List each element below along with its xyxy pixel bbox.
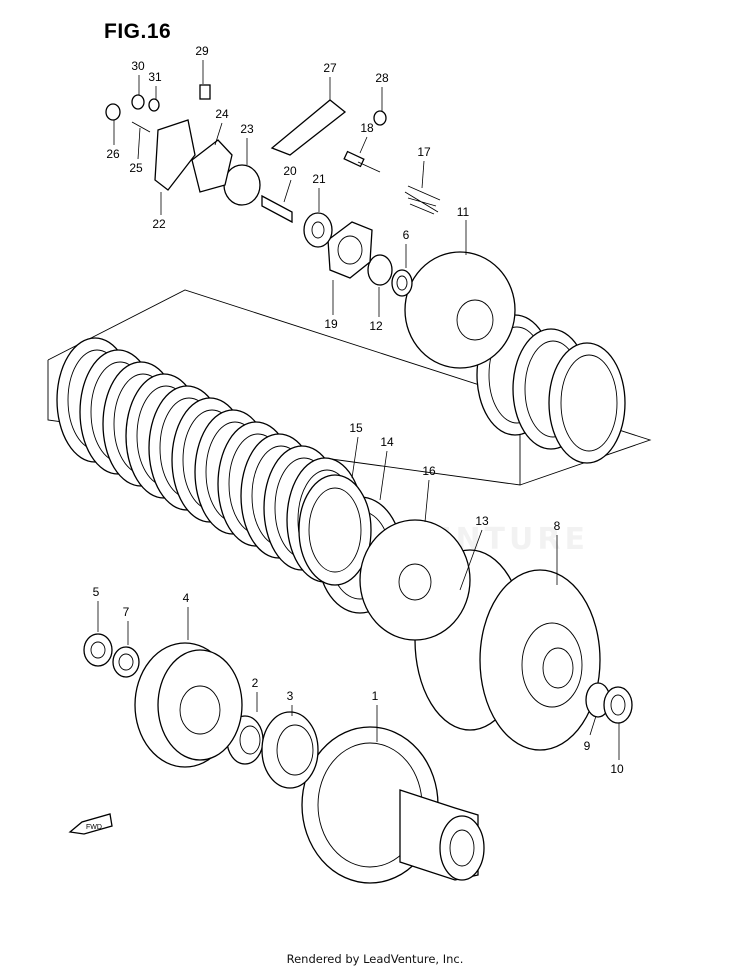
callout-7: 7 [123,605,130,619]
callout-29: 29 [195,44,209,58]
callout-13: 13 [475,514,489,528]
upper-plate [548,342,626,464]
part-17-spring [404,185,441,215]
callout-9: 9 [584,739,591,753]
callout-15: 15 [349,421,363,435]
part-5-nut [83,633,113,667]
footer-credit: Rendered by LeadVenture, Inc. [286,952,464,966]
plate-inner-ring [560,354,618,452]
callout-leader-14 [379,450,388,501]
part-11-pressure-plate [404,251,516,369]
part-6-washer [391,269,413,297]
callout-leader-20 [283,179,292,203]
callout-leader-16 [424,479,430,523]
part-22-bracket [154,119,196,191]
callout-23: 23 [240,122,254,136]
callout-12: 12 [369,319,383,333]
callout-4: 4 [183,591,190,605]
part-31-washer [148,98,160,112]
part-18-bolt [343,150,381,173]
callout-20: 20 [283,164,297,178]
part-26-nut [105,103,121,121]
callout-24: 24 [215,107,229,121]
figure-title: FIG.16 [104,20,172,43]
part-29-bolt [199,84,211,100]
callout-leader-18 [359,136,368,154]
part-12-nut [367,254,393,286]
callout-1: 1 [372,689,379,703]
callout-14: 14 [380,435,394,449]
part-27-release-lever [270,99,347,156]
callout-18: 18 [360,121,374,135]
part-7-washer [112,646,140,678]
callout-21: 21 [312,172,326,186]
callout-2: 2 [252,676,259,690]
part-28-nut [373,110,387,126]
part-16-plate [359,519,471,641]
part-10-thrust-washer [603,686,633,724]
part-21-bearing [303,212,333,248]
callout-leader-25 [137,127,141,160]
part-30-nut [131,94,145,110]
callout-5: 5 [93,585,100,599]
callout-leader-24 [214,122,223,146]
callout-30: 30 [131,59,145,73]
callout-3: 3 [287,689,294,703]
part-24-gasket-plate [191,139,233,193]
callouts: 1234567891011121314151617181920212223242… [93,44,624,776]
part-15-spring-seat [298,474,372,586]
callout-28: 28 [375,71,389,85]
part-25-stud [131,121,151,133]
callout-leader-9 [589,715,597,736]
part-23-release-cam [223,164,261,206]
callout-6: 6 [403,228,410,242]
fwd-label: FWD [86,824,102,831]
callout-leader-17 [421,160,425,189]
callout-17: 17 [417,145,431,159]
part-20-release-pin [261,194,293,224]
callout-11: 11 [457,205,470,219]
callout-10: 10 [610,762,624,776]
part-3-needle-bearing [261,711,319,789]
callout-16: 16 [422,464,436,478]
part-19-lifter-plate [327,221,373,279]
callout-leader-15 [351,436,359,479]
clutch-plates-stack [56,314,626,583]
callout-26: 26 [106,147,120,161]
fwd-arrow: FWD [68,813,113,835]
callout-27: 27 [323,61,337,75]
callout-22: 22 [152,217,166,231]
part-1-primary-driven-gear [301,726,485,884]
callout-31: 31 [148,70,162,84]
callout-leader-13 [459,529,483,591]
callout-25: 25 [129,161,143,175]
callout-8: 8 [554,519,561,533]
part-4-drive-gear-assembly [134,642,243,768]
callout-19: 19 [324,317,338,331]
